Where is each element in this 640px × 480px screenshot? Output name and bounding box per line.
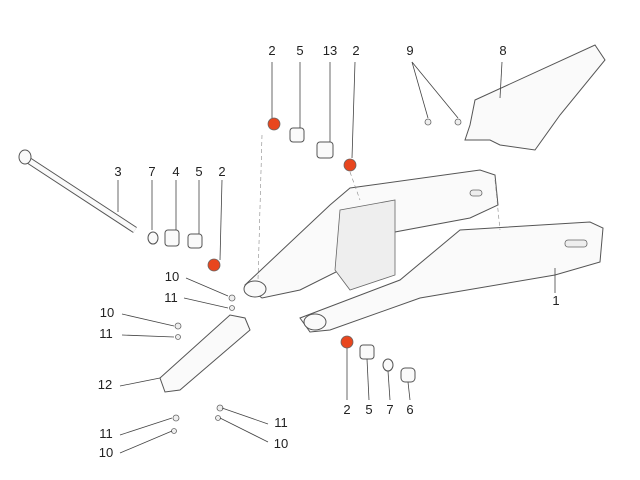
- leader-lines: [117, 61, 556, 454]
- callout-8: 8: [499, 43, 506, 58]
- callout-2: 2: [218, 164, 225, 179]
- callout-4: 4: [172, 164, 179, 179]
- callout-11: 11: [99, 426, 113, 441]
- callout-7: 7: [386, 402, 393, 417]
- washer-7-bottom: [382, 358, 394, 372]
- callout-7: 7: [148, 164, 155, 179]
- chain-guard: [464, 44, 606, 151]
- callout-5: 5: [195, 164, 202, 179]
- callout-6: 6: [406, 402, 413, 417]
- callout-1: 1: [552, 293, 559, 308]
- spacer-5-top: [289, 127, 305, 143]
- washer-7: [147, 231, 159, 245]
- callout-3: 3: [114, 164, 121, 179]
- callout-13: 13: [323, 43, 337, 58]
- spacer-5: [187, 233, 203, 249]
- callout-5: 5: [296, 43, 303, 58]
- callout-2: 2: [343, 402, 350, 417]
- nut-2-bottom: [340, 335, 354, 349]
- callout-10: 10: [100, 305, 114, 320]
- callout-10: 10: [165, 269, 179, 284]
- swingarm: [243, 169, 604, 333]
- callout-10: 10: [99, 445, 113, 460]
- bushing-4: [164, 229, 180, 247]
- screws: [171, 118, 462, 434]
- nut-2-top-right: [343, 158, 357, 172]
- bushing-6: [400, 367, 416, 383]
- callout-11: 11: [274, 415, 288, 430]
- callout-11: 11: [99, 326, 113, 341]
- callout-12: 12: [98, 377, 112, 392]
- bushing-13: [316, 141, 334, 159]
- spacer-5-bottom: [359, 344, 375, 360]
- callout-5: 5: [365, 402, 372, 417]
- callout-2: 2: [268, 43, 275, 58]
- axle: [18, 149, 137, 233]
- callout-10: 10: [274, 436, 288, 451]
- callout-labels: 2 5 13 2 9 8 3 7 4 5 2 1 10 11 10 11 12 …: [98, 43, 560, 460]
- nut-2-left: [207, 258, 221, 272]
- nut-2-top-left: [267, 117, 281, 131]
- callout-2: 2: [352, 43, 359, 58]
- callout-11: 11: [164, 290, 178, 305]
- chain-slider: [159, 314, 251, 393]
- callout-9: 9: [406, 43, 413, 58]
